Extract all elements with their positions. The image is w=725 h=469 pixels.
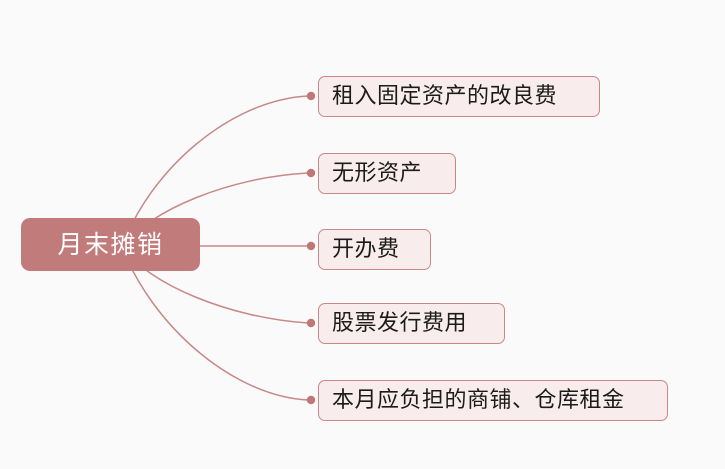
branch-node-3[interactable]: 开办费 (318, 229, 431, 270)
branch-node-2[interactable]: 无形资产 (318, 153, 456, 194)
root-node-label: 月末摊销 (57, 230, 164, 259)
connector-endpoint-dot-4 (306, 318, 316, 328)
branch-node-label: 本月应负担的商铺、仓库租金 (332, 387, 625, 413)
branch-node-label: 无形资产 (332, 160, 423, 186)
connector-endpoint-dot-5 (306, 395, 316, 405)
branch-node-1[interactable]: 租入固定资产的改良费 (318, 76, 600, 117)
branch-node-5[interactable]: 本月应负担的商铺、仓库租金 (318, 380, 668, 421)
connector-endpoint-dot-3 (306, 241, 316, 251)
connector-endpoint-dot-2 (306, 168, 316, 178)
branch-node-4[interactable]: 股票发行费用 (318, 303, 505, 344)
branch-node-label: 租入固定资产的改良费 (332, 83, 558, 109)
branch-node-label: 股票发行费用 (332, 310, 468, 336)
root-node[interactable]: 月末摊销 (21, 218, 200, 271)
branch-node-label: 开办费 (332, 236, 400, 262)
connector-endpoint-dot-1 (306, 91, 316, 101)
